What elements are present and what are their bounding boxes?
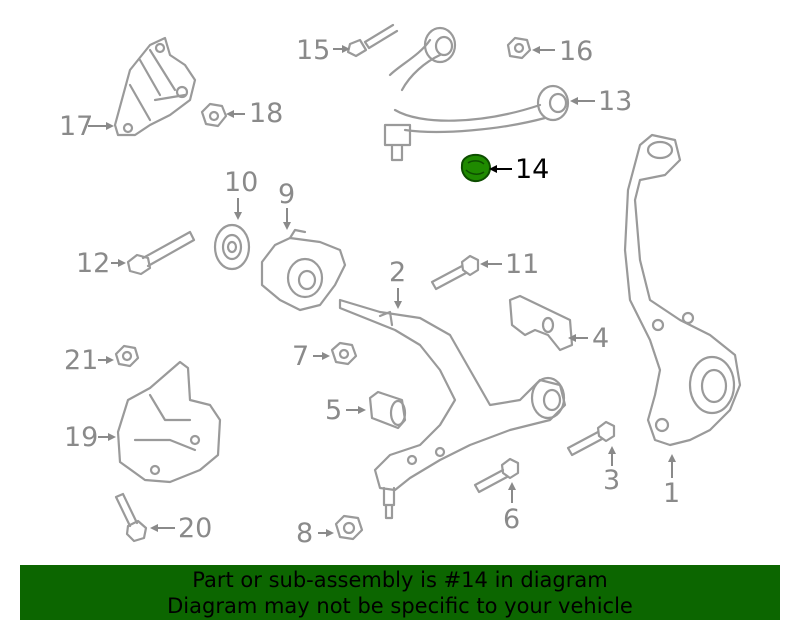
part-3-bolt[interactable] — [566, 420, 616, 457]
callout-13: 13 — [598, 86, 633, 117]
part-16-nut[interactable] — [506, 36, 532, 60]
callout-9: 9 — [278, 179, 296, 210]
callout-20: 20 — [178, 513, 213, 544]
callout-18: 18 — [249, 98, 284, 129]
callout-6: 6 — [503, 504, 521, 535]
part-7-nut[interactable] — [330, 341, 358, 366]
callout-3: 3 — [603, 465, 621, 496]
callout-4: 4 — [592, 323, 610, 354]
part-1-steering-knuckle[interactable] — [623, 133, 742, 447]
callout-7: 7 — [292, 341, 310, 372]
banner-line-2: Diagram may not be specific to your vehi… — [167, 594, 633, 618]
part-15-bolt[interactable] — [346, 23, 399, 58]
part-4-plate[interactable] — [508, 294, 574, 352]
parts-diagram — [88, 23, 742, 543]
part-12-long-bolt[interactable] — [126, 230, 196, 276]
callout-8: 8 — [296, 518, 314, 549]
part-10-washer[interactable] — [213, 223, 251, 271]
callout-1: 1 — [663, 478, 681, 509]
leader-arrows — [88, 45, 676, 537]
part-8-nut[interactable] — [334, 514, 364, 541]
callout-17: 17 — [59, 111, 94, 142]
callout-11: 11 — [505, 249, 540, 280]
info-banner: Part or sub-assembly is #14 in diagram D… — [20, 565, 780, 620]
part-13-upper-control-arm[interactable] — [383, 26, 570, 162]
callout-14-highlighted: 14 — [515, 154, 550, 185]
callout-10: 10 — [224, 167, 259, 198]
part-21-nut[interactable] — [114, 344, 140, 368]
part-2-lower-control-arm[interactable] — [338, 298, 567, 520]
part-6-bolt[interactable] — [473, 457, 520, 494]
callout-16: 16 — [559, 36, 594, 67]
part-18-nut[interactable] — [200, 102, 228, 128]
part-20-bolt[interactable] — [114, 492, 148, 543]
part-17-bracket[interactable] — [113, 36, 197, 137]
callout-21: 21 — [64, 345, 99, 376]
part-5-bushing[interactable] — [368, 390, 407, 430]
part-19-bracket[interactable] — [116, 360, 222, 484]
callout-5: 5 — [325, 395, 343, 426]
callout-15: 15 — [296, 35, 331, 66]
banner-line-1: Part or sub-assembly is #14 in diagram — [192, 568, 608, 592]
part-9-bushing[interactable] — [260, 228, 347, 312]
part-11-bolt[interactable] — [430, 254, 480, 291]
callout-2: 2 — [389, 257, 407, 288]
callout-12: 12 — [76, 248, 111, 279]
callout-19: 19 — [64, 422, 99, 453]
part-14-bushing[interactable] — [460, 153, 492, 183]
